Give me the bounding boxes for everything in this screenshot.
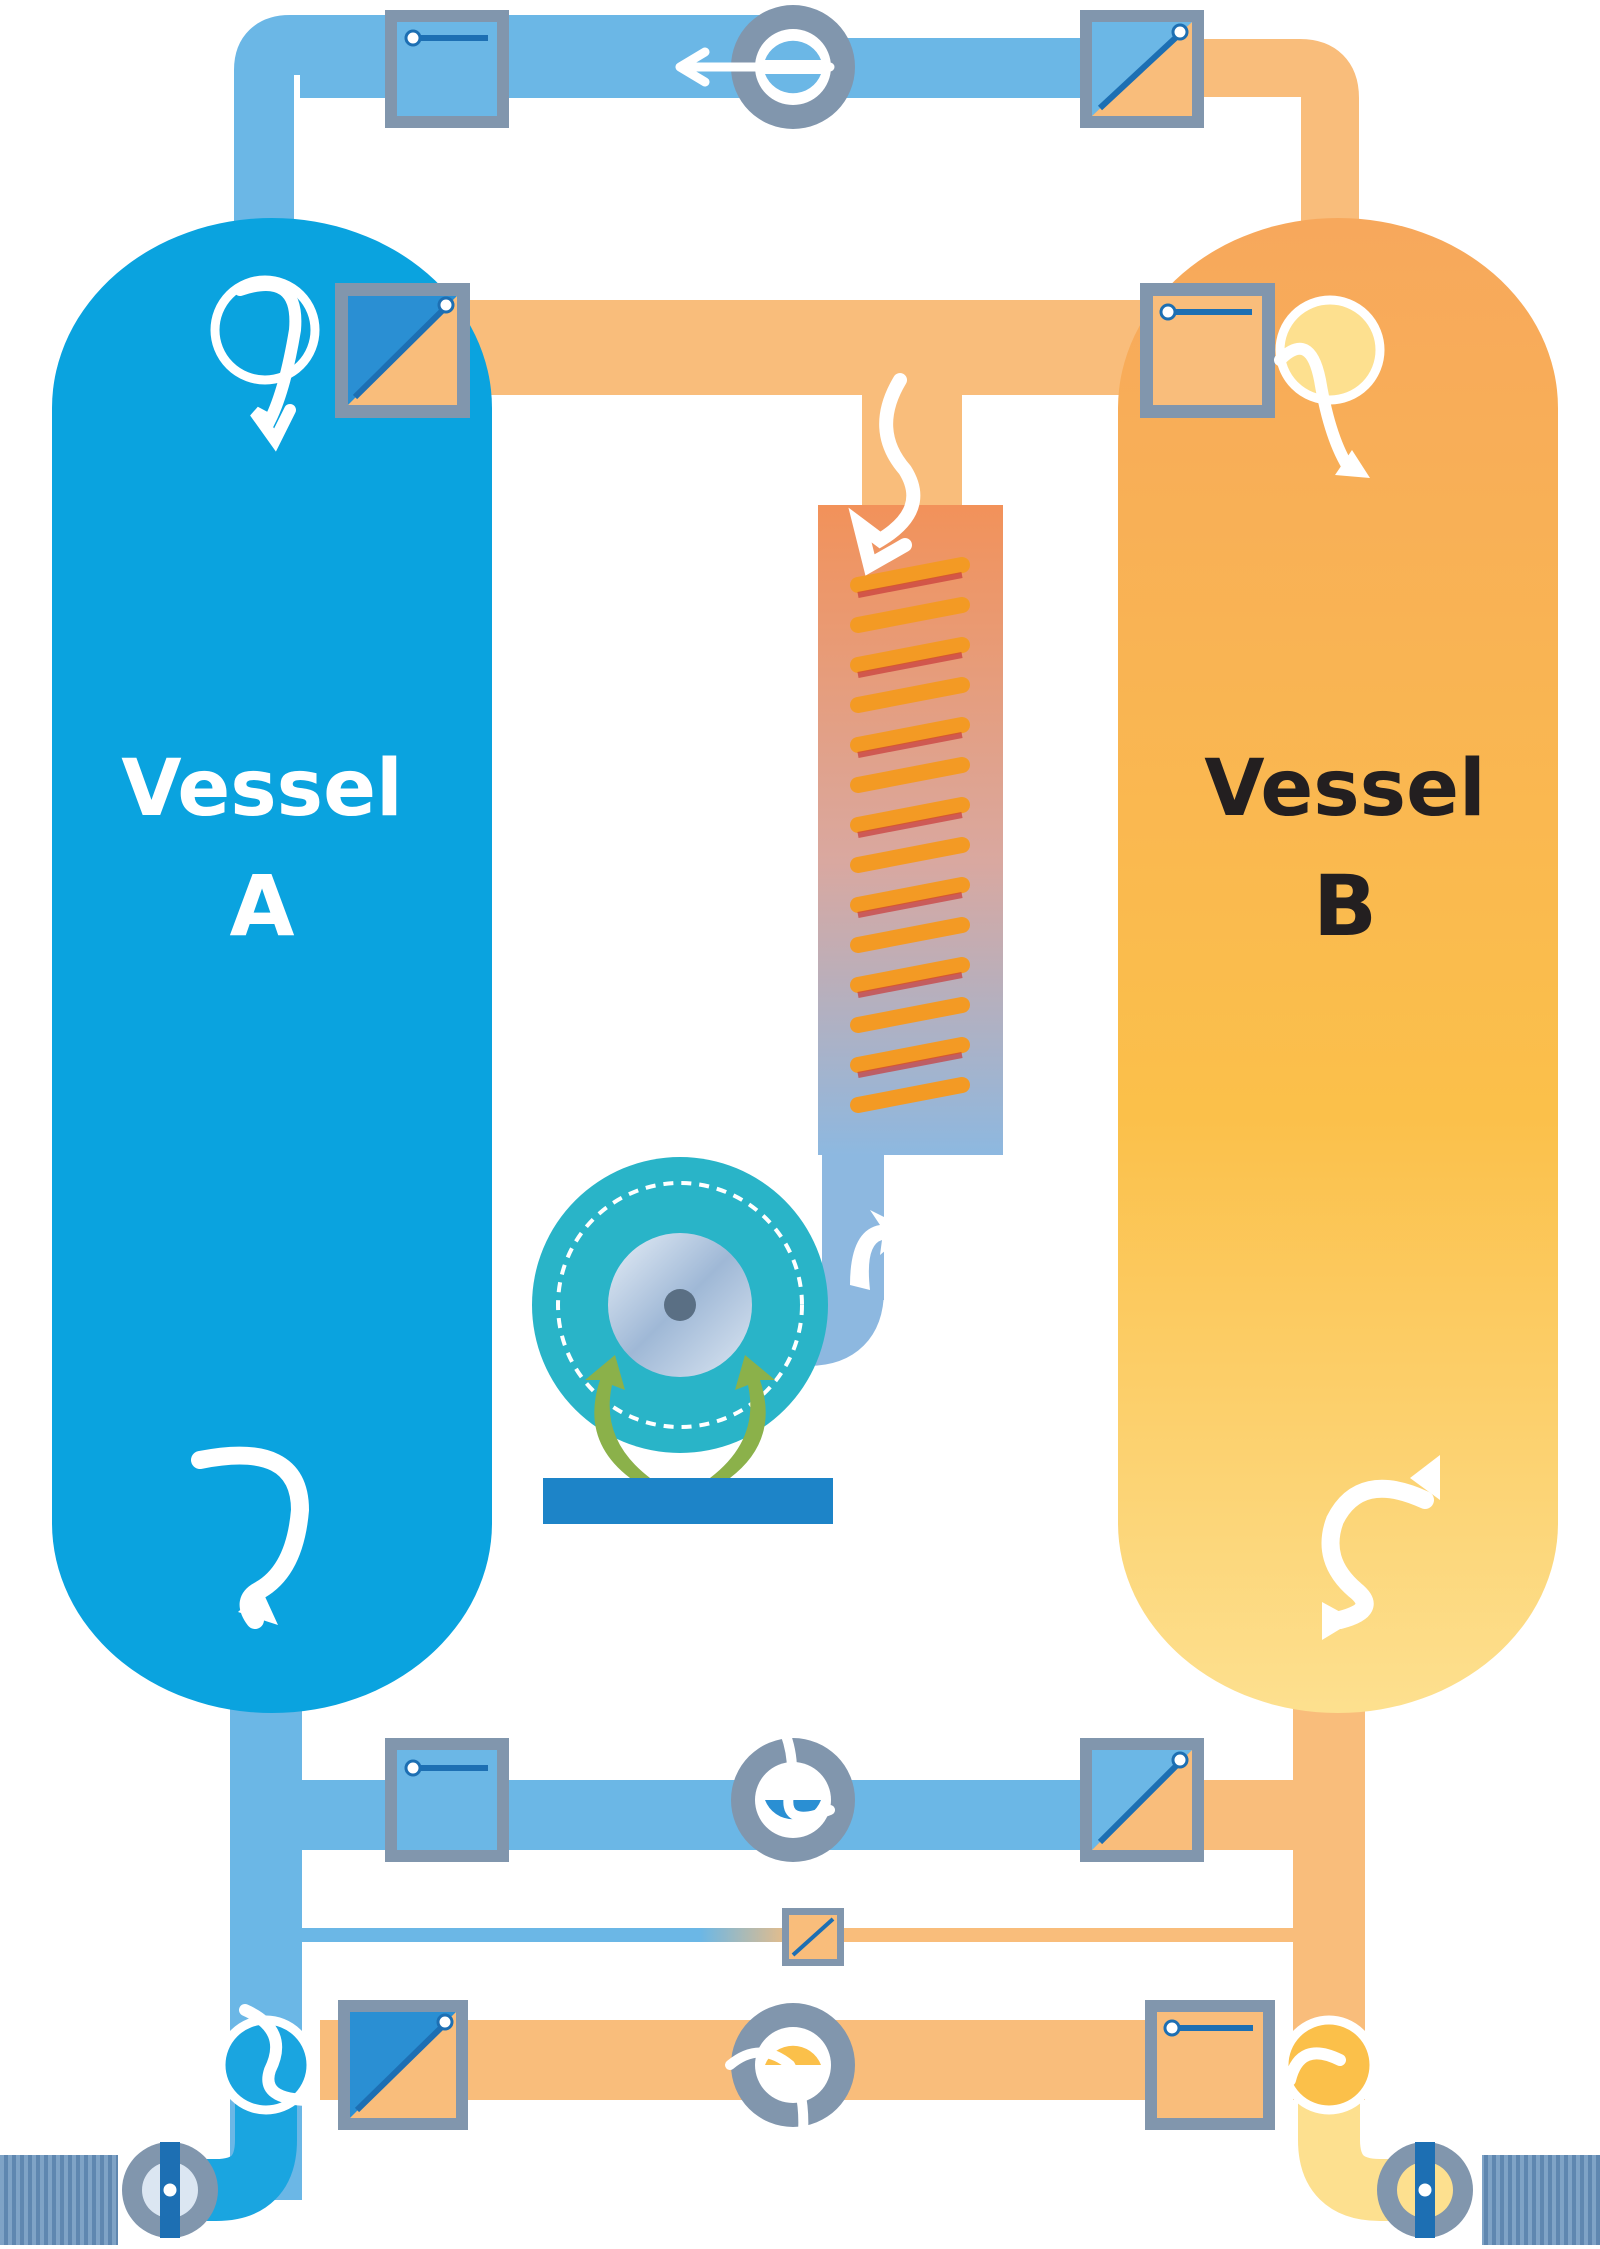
blower-outlet-flow-arrow-icon	[850, 1210, 910, 1290]
swirl-valve-lower-left	[216, 2004, 316, 2115]
heater-inlet-flow-arrow-icon	[848, 373, 921, 576]
heater-coil-icon	[850, 557, 970, 1113]
vessel-a-letter: A	[229, 857, 294, 955]
blower	[532, 1157, 910, 1524]
valve-lower-left	[385, 1738, 509, 1862]
upper-warm-pipe	[420, 300, 1170, 395]
lower-warm-pipe-right	[1190, 1780, 1300, 1850]
top-left-riser-pipe	[234, 15, 760, 300]
vessel-a: Vessel A	[52, 218, 492, 1713]
flow-arrow-icon	[755, 1685, 835, 1822]
valve-lower-right	[1080, 1738, 1204, 1862]
blower-intake-right-arrow-icon	[710, 1355, 775, 1478]
heater	[818, 373, 1003, 1155]
bottom-right-outlet-pipe	[1298, 2090, 1420, 2221]
bottom-left-outlet-pipe	[150, 2080, 297, 2221]
blower-intake-left-arrow-icon	[585, 1355, 650, 1478]
flow-arrow-icon	[725, 2047, 809, 2165]
check-valve-lower	[731, 1680, 855, 1862]
flow-arrow-icon	[1284, 2047, 1346, 2086]
vessel-a-label: Vessel	[121, 744, 403, 834]
vessel-a-flow-arrow-icon	[191, 1446, 310, 1629]
check-valve-bottom	[725, 2003, 855, 2195]
top-right-riser-pipe	[1110, 39, 1359, 320]
valve-bottom-right	[1145, 2000, 1275, 2130]
vessel-b-label: Vessel	[1204, 744, 1486, 834]
swirl-valve-lower-right	[1279, 2015, 1379, 2115]
swirl-valve-upper-left	[210, 275, 320, 452]
silencer-right	[1377, 2142, 1600, 2245]
valve-upper-left	[335, 283, 470, 418]
silencer-left	[0, 2142, 218, 2245]
flow-arrow-icon	[239, 2004, 316, 2106]
blower-base	[543, 1478, 833, 1524]
valve-top-left	[385, 10, 509, 128]
valve-bypass	[782, 1908, 844, 1966]
check-valve-top	[675, 5, 855, 129]
flow-arrow-icon	[675, 47, 835, 87]
valve-bottom-left	[338, 2000, 468, 2130]
swirl-valve-upper-right	[1274, 295, 1385, 478]
silencer-icon	[1482, 2155, 1600, 2245]
silencer-icon	[0, 2155, 118, 2245]
flow-arrow-icon	[1274, 342, 1356, 476]
vessel-b-letter: B	[1313, 857, 1377, 955]
valve-upper-right	[1140, 283, 1275, 418]
vessel-b-flow-arrow-icon	[1321, 1479, 1434, 1629]
flow-arrow-icon	[234, 279, 302, 452]
vessel-b: Vessel B	[1118, 218, 1558, 1713]
valve-top-right	[1080, 10, 1204, 128]
